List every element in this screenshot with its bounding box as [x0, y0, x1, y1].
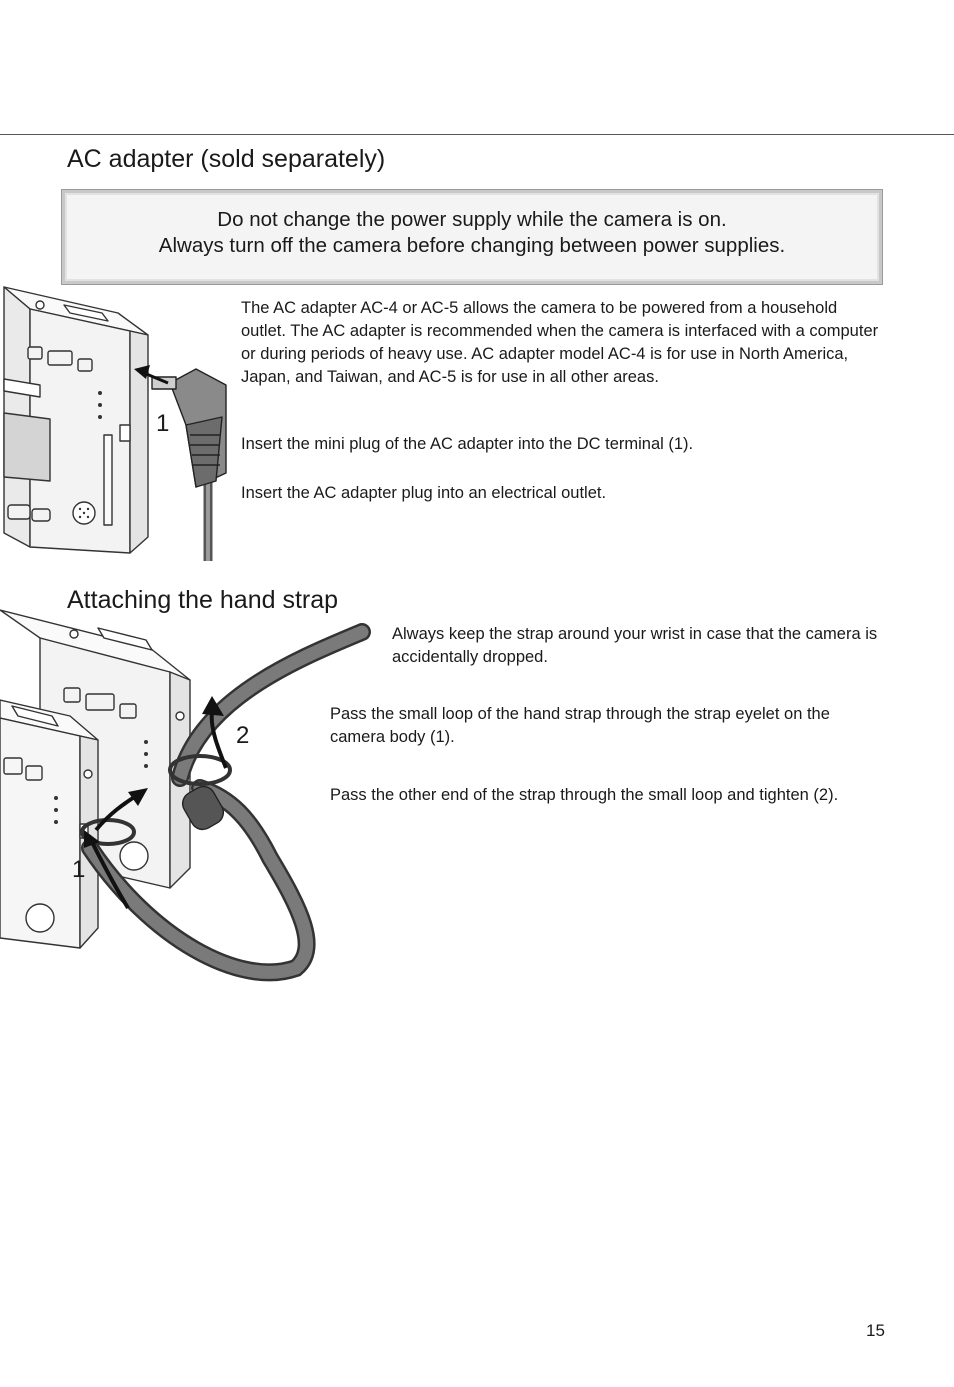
section-title-hand-strap: Attaching the hand strap: [67, 586, 339, 614]
header-rule: [0, 134, 954, 135]
ac-adapter-description: The AC adapter AC-4 or AC-5 allows the c…: [241, 299, 879, 386]
warning-box: Do not change the power supply while the…: [61, 189, 883, 285]
warning-line-1: Do not change the power supply while the…: [217, 208, 727, 231]
strap-step-2: Pass the other end of the strap through …: [330, 786, 839, 804]
ac-step-1: Insert the mini plug of the AC adapter i…: [241, 435, 694, 453]
warning-line-2: Always turn off the camera before changi…: [158, 234, 786, 257]
ac-step-2: Insert the AC adapter plug into an elect…: [241, 484, 607, 502]
hand-strap-illustration: [0, 609, 371, 982]
page-number: 15: [866, 1321, 885, 1340]
ac-adapter-illustration: [3, 286, 227, 561]
section-title-ac-adapter: AC adapter (sold separately): [67, 145, 386, 173]
strap-safety-note: Always keep the strap around your wrist …: [392, 625, 878, 666]
callout-1-ac: 1: [156, 410, 170, 437]
strap-step-1: Pass the small loop of the hand strap th…: [330, 705, 830, 746]
callout-1-strap: 1: [72, 856, 86, 883]
callout-2-strap: 2: [236, 722, 250, 749]
